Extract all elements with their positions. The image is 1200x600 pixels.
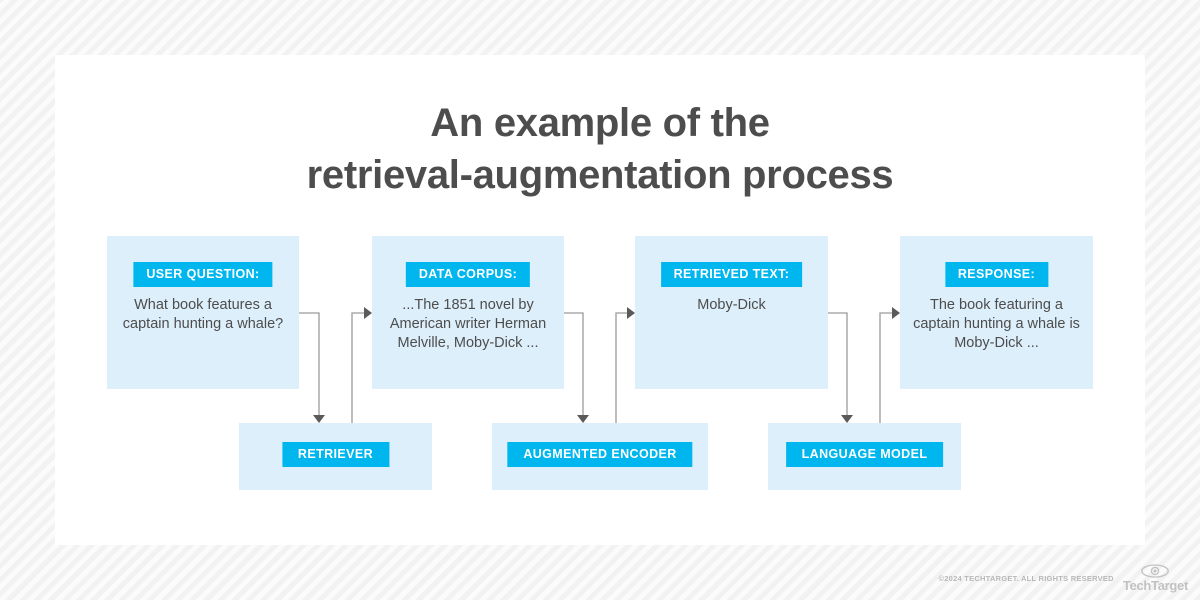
eye-icon — [1141, 564, 1170, 578]
arrowhead-right-2 — [627, 307, 635, 319]
card-body-data-corpus: ...The 1851 novel by American writer Her… — [389, 297, 547, 351]
process-diagram: USER QUESTION: What book features a capt… — [55, 55, 1145, 545]
card-label-response: RESPONSE: — [944, 262, 1049, 287]
page-title: An example of the retrieval-augmentation… — [55, 97, 1145, 201]
stage-label-retriever: RETRIEVER — [281, 442, 390, 467]
footer: ©2024 TECHTARGET. ALL RIGHTS RESERVED Te… — [938, 564, 1188, 592]
card-body-user-question: What book features a captain hunting a w… — [122, 297, 284, 332]
card-body-response: The book featuring a captain hunting a w… — [913, 297, 1080, 351]
copyright-text: ©2024 TECHTARGET. ALL RIGHTS RESERVED — [938, 573, 1114, 583]
arrowhead-right-1 — [364, 307, 372, 319]
arrowhead-down-2 — [577, 415, 589, 423]
card-label-data-corpus: DATA CORPUS: — [405, 262, 531, 287]
card-data-corpus: DATA CORPUS: ...The 1851 novel by Americ… — [372, 236, 564, 389]
stage-retriever: RETRIEVER — [239, 423, 432, 490]
card-label-user-question: USER QUESTION: — [133, 262, 273, 287]
card-label-retrieved-text: RETRIEVED TEXT: — [660, 262, 803, 287]
page-title-line-2: retrieval-augmentation process — [306, 153, 894, 197]
card-body-retrieved-text: Moby-Dick — [697, 297, 766, 313]
card-response: RESPONSE: The book featuring a captain h… — [900, 236, 1093, 389]
stage-language-model: LANGUAGE MODEL — [768, 423, 961, 490]
arrowhead-right-3 — [892, 307, 900, 319]
stage-label-language-model: LANGUAGE MODEL — [785, 442, 944, 467]
stage-augmented-encoder: AUGMENTED ENCODER — [492, 423, 708, 490]
arrowhead-down-3 — [841, 415, 853, 423]
techtarget-logo: TechTarget — [1123, 564, 1188, 592]
arrowhead-down-1 — [313, 415, 325, 423]
card-retrieved-text: RETRIEVED TEXT: Moby-Dick — [635, 236, 828, 389]
page-title-line-1: An example of the — [430, 101, 770, 145]
content-panel: An example of the retrieval-augmentation… — [55, 55, 1145, 545]
card-user-question: USER QUESTION: What book features a capt… — [107, 236, 299, 389]
stage-label-augmented-encoder: AUGMENTED ENCODER — [507, 442, 693, 467]
techtarget-wordmark: TechTarget — [1122, 578, 1188, 593]
